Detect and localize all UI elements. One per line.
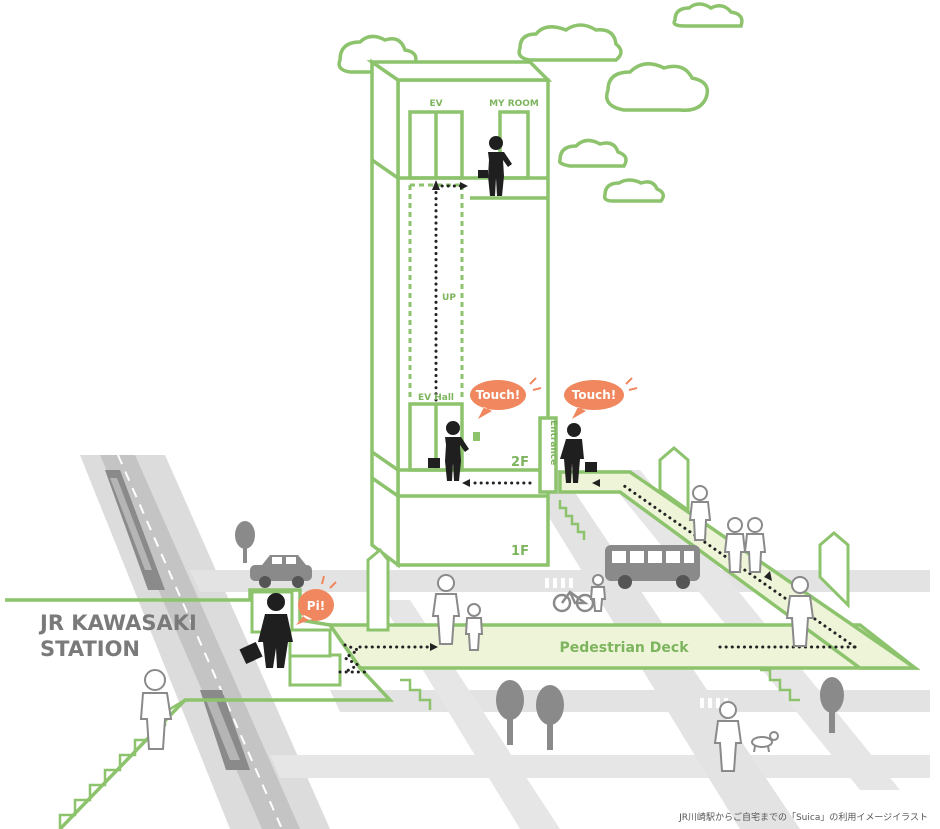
entrance-label: Entrance — [548, 420, 558, 465]
commuter-my-room — [478, 136, 512, 196]
tree-2 — [496, 680, 524, 745]
dog — [751, 731, 779, 753]
pedestrian-ramp-4 — [785, 576, 815, 647]
deck-stairs-2 — [760, 668, 800, 702]
touch-label-1: Touch! — [476, 388, 521, 402]
ev-label: EV — [429, 99, 442, 109]
station-name-line2: STATION — [40, 637, 140, 661]
touch-bubble-ev-hall: Touch! — [470, 377, 542, 419]
pedestrians — [139, 485, 815, 772]
commuter-ev-hall — [428, 421, 480, 481]
pedestrian-stairs — [139, 669, 173, 750]
car — [250, 555, 312, 588]
floor-1f-label: 1F — [511, 544, 529, 559]
train-top — [105, 470, 165, 590]
train-bottom — [200, 690, 250, 770]
pedestrian-cyclist — [589, 574, 607, 612]
building-stairs — [558, 500, 586, 540]
pedestrian-adult — [431, 574, 461, 645]
tower-top — [366, 60, 553, 82]
gate-booth-3 — [288, 628, 332, 658]
trees — [235, 521, 844, 750]
pedestrian-dogwalker — [713, 701, 743, 772]
deck-pillar-2 — [658, 446, 690, 513]
cloud-4 — [605, 62, 710, 112]
touch-bubble-entrance: Touch! — [564, 377, 638, 419]
cloud-5 — [557, 138, 628, 168]
tree-1 — [235, 521, 255, 563]
deck-route — [338, 481, 857, 674]
pedestrian-ramp-1 — [688, 485, 712, 541]
deck-stairs-1 — [400, 678, 432, 710]
pedestrian-child — [464, 603, 484, 651]
clouds — [337, 2, 744, 203]
cross-street-3 — [270, 755, 930, 778]
up-label: UP — [442, 293, 456, 303]
pi-bubble: Pi! — [296, 575, 337, 625]
station-name-line1: JR KAWASAKI — [38, 611, 197, 635]
pedestrian-ramp-2 — [723, 517, 747, 573]
my-room-label: MY ROOM — [489, 99, 539, 109]
deck-pillar-1 — [366, 547, 390, 632]
floor-2f-label: 2F — [511, 455, 529, 470]
building — [366, 58, 586, 569]
bicycle — [552, 590, 595, 613]
bus — [605, 545, 700, 589]
cloud-2 — [517, 23, 623, 62]
touch-label-2: Touch! — [572, 388, 617, 402]
cloud-3 — [672, 2, 744, 28]
tower-front — [396, 78, 550, 567]
caption: JR川崎駅からご自宅までの「Suica」の利用イメージイラスト — [679, 813, 928, 823]
tree-3 — [536, 685, 564, 750]
commuter-entrance — [560, 423, 597, 483]
cloud-6 — [602, 178, 665, 203]
pedestrian-ramp-3 — [743, 517, 767, 573]
commuter-figures — [239, 136, 597, 668]
pi-label: Pi! — [307, 599, 325, 613]
tower-side — [370, 58, 400, 569]
cross-street-2 — [330, 690, 930, 712]
commuter-station-gate — [239, 593, 293, 668]
ev-hall-label: EV Hall — [418, 393, 454, 403]
pedestrian-deck-label: Pedestrian Deck — [559, 640, 689, 656]
entrance-door — [538, 416, 558, 494]
gate-booth-2 — [288, 653, 342, 687]
tree-4 — [820, 677, 844, 733]
station-platform — [5, 588, 395, 829]
deck-pillar-3 — [818, 531, 850, 609]
